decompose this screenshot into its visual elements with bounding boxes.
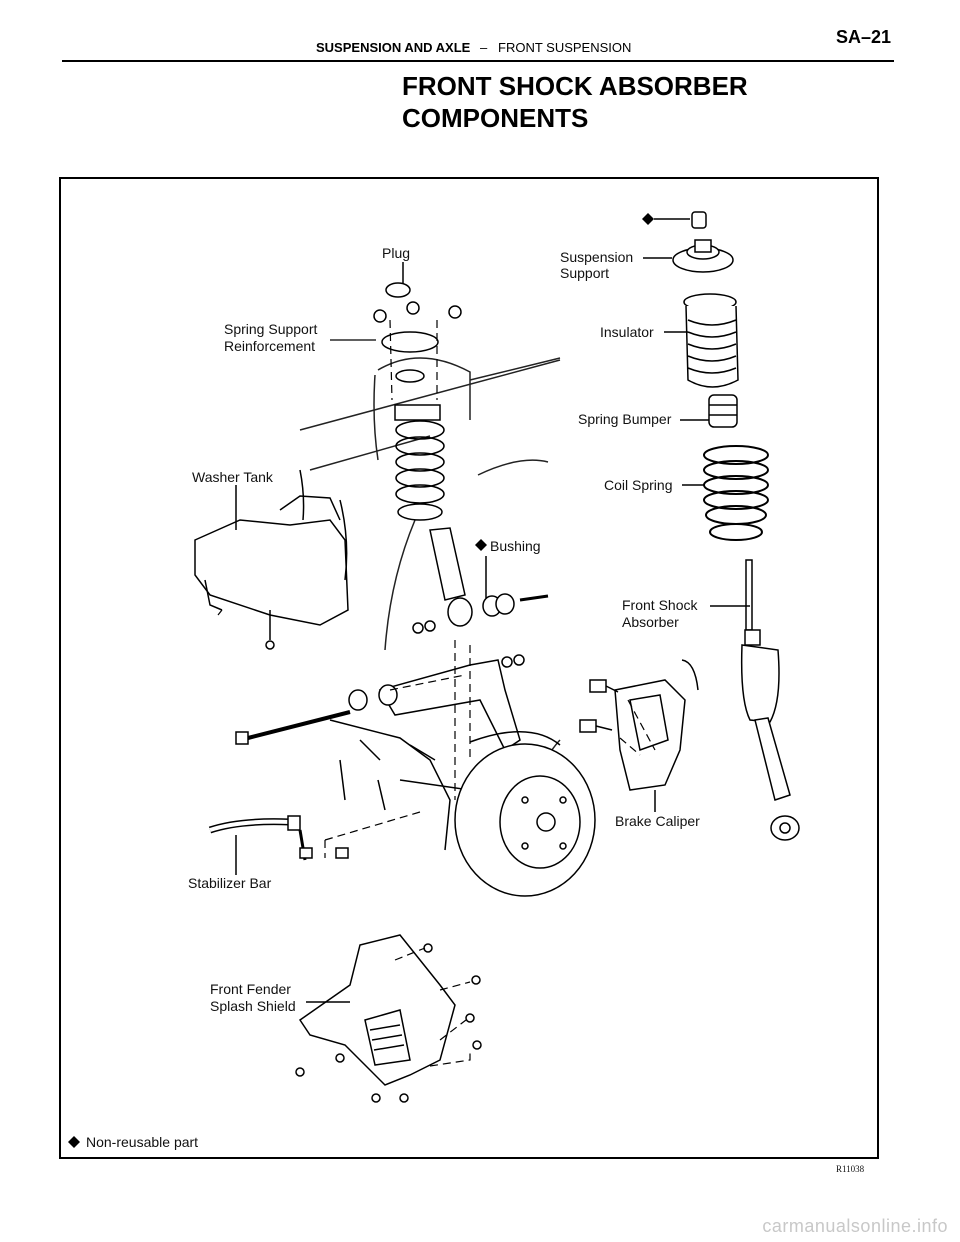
label-front-shock-1: Front Shock xyxy=(622,597,698,613)
label-washer-tank: Washer Tank xyxy=(192,469,274,485)
label-splash-shield-2: Splash Shield xyxy=(210,998,296,1014)
diagram-frame xyxy=(59,177,879,1159)
assembly-dashed-lines xyxy=(217,319,656,1067)
page-title: FRONT SHOCK ABSORBER COMPONENTS xyxy=(402,70,748,134)
legend-diamond-icon xyxy=(68,1136,80,1148)
legend-text: Non-reusable part xyxy=(86,1134,198,1150)
front-shock-absorber-part xyxy=(710,559,800,841)
label-coil-spring: Coil Spring xyxy=(604,477,672,493)
label-spring-bumper: Spring Bumper xyxy=(578,411,672,427)
non-reusable-diamond-icon xyxy=(475,539,487,551)
strut-assembly xyxy=(373,262,473,627)
brake-caliper-part xyxy=(579,659,699,812)
header-separator: – xyxy=(480,40,488,55)
label-spring-support-1: Spring Support xyxy=(224,321,318,337)
label-front-shock-2: Absorber xyxy=(622,614,679,630)
title-line-2: COMPONENTS xyxy=(402,103,589,133)
bushing-part xyxy=(412,539,549,634)
suspension-support-part xyxy=(643,239,734,273)
label-bushing: Bushing xyxy=(490,538,541,554)
stabilizer-bar-part xyxy=(208,815,349,875)
label-spring-support-2: Reinforcement xyxy=(224,338,315,354)
label-brake-caliper: Brake Caliper xyxy=(615,813,700,829)
long-bolt-part xyxy=(235,710,351,745)
brake-disc-part xyxy=(454,731,596,897)
suspension-nut xyxy=(642,211,707,229)
spring-bumper-part xyxy=(680,394,738,428)
coil-spring-part xyxy=(682,445,769,541)
footer-watermark: carmanualsonline.info xyxy=(0,1208,960,1242)
label-splash-shield-1: Front Fender xyxy=(210,981,291,997)
header-subsection: FRONT SUSPENSION xyxy=(498,40,632,55)
header-rule xyxy=(62,60,894,62)
page-number: SA–21 xyxy=(836,27,892,47)
header-section: SUSPENSION AND AXLE xyxy=(316,40,471,55)
label-suspension-support-1: Suspension xyxy=(560,249,633,265)
watermark-text: carmanualsonline.info xyxy=(762,1216,948,1236)
label-suspension-support-2: Support xyxy=(560,265,609,281)
insulator-part xyxy=(664,293,739,388)
upper-arm-part xyxy=(348,654,525,752)
title-line-1: FRONT SHOCK ABSORBER xyxy=(402,71,748,101)
splash-shield-part xyxy=(295,934,482,1103)
label-stabilizer-bar: Stabilizer Bar xyxy=(188,875,272,891)
washer-tank-part xyxy=(194,469,349,650)
label-insulator: Insulator xyxy=(600,324,654,340)
label-plug: Plug xyxy=(382,245,410,261)
page-header: SUSPENSION AND AXLE – FRONT SUSPENSION S… xyxy=(0,0,960,62)
non-reusable-diamond-icon xyxy=(642,213,654,225)
figure-code: R11038 xyxy=(836,1164,865,1174)
